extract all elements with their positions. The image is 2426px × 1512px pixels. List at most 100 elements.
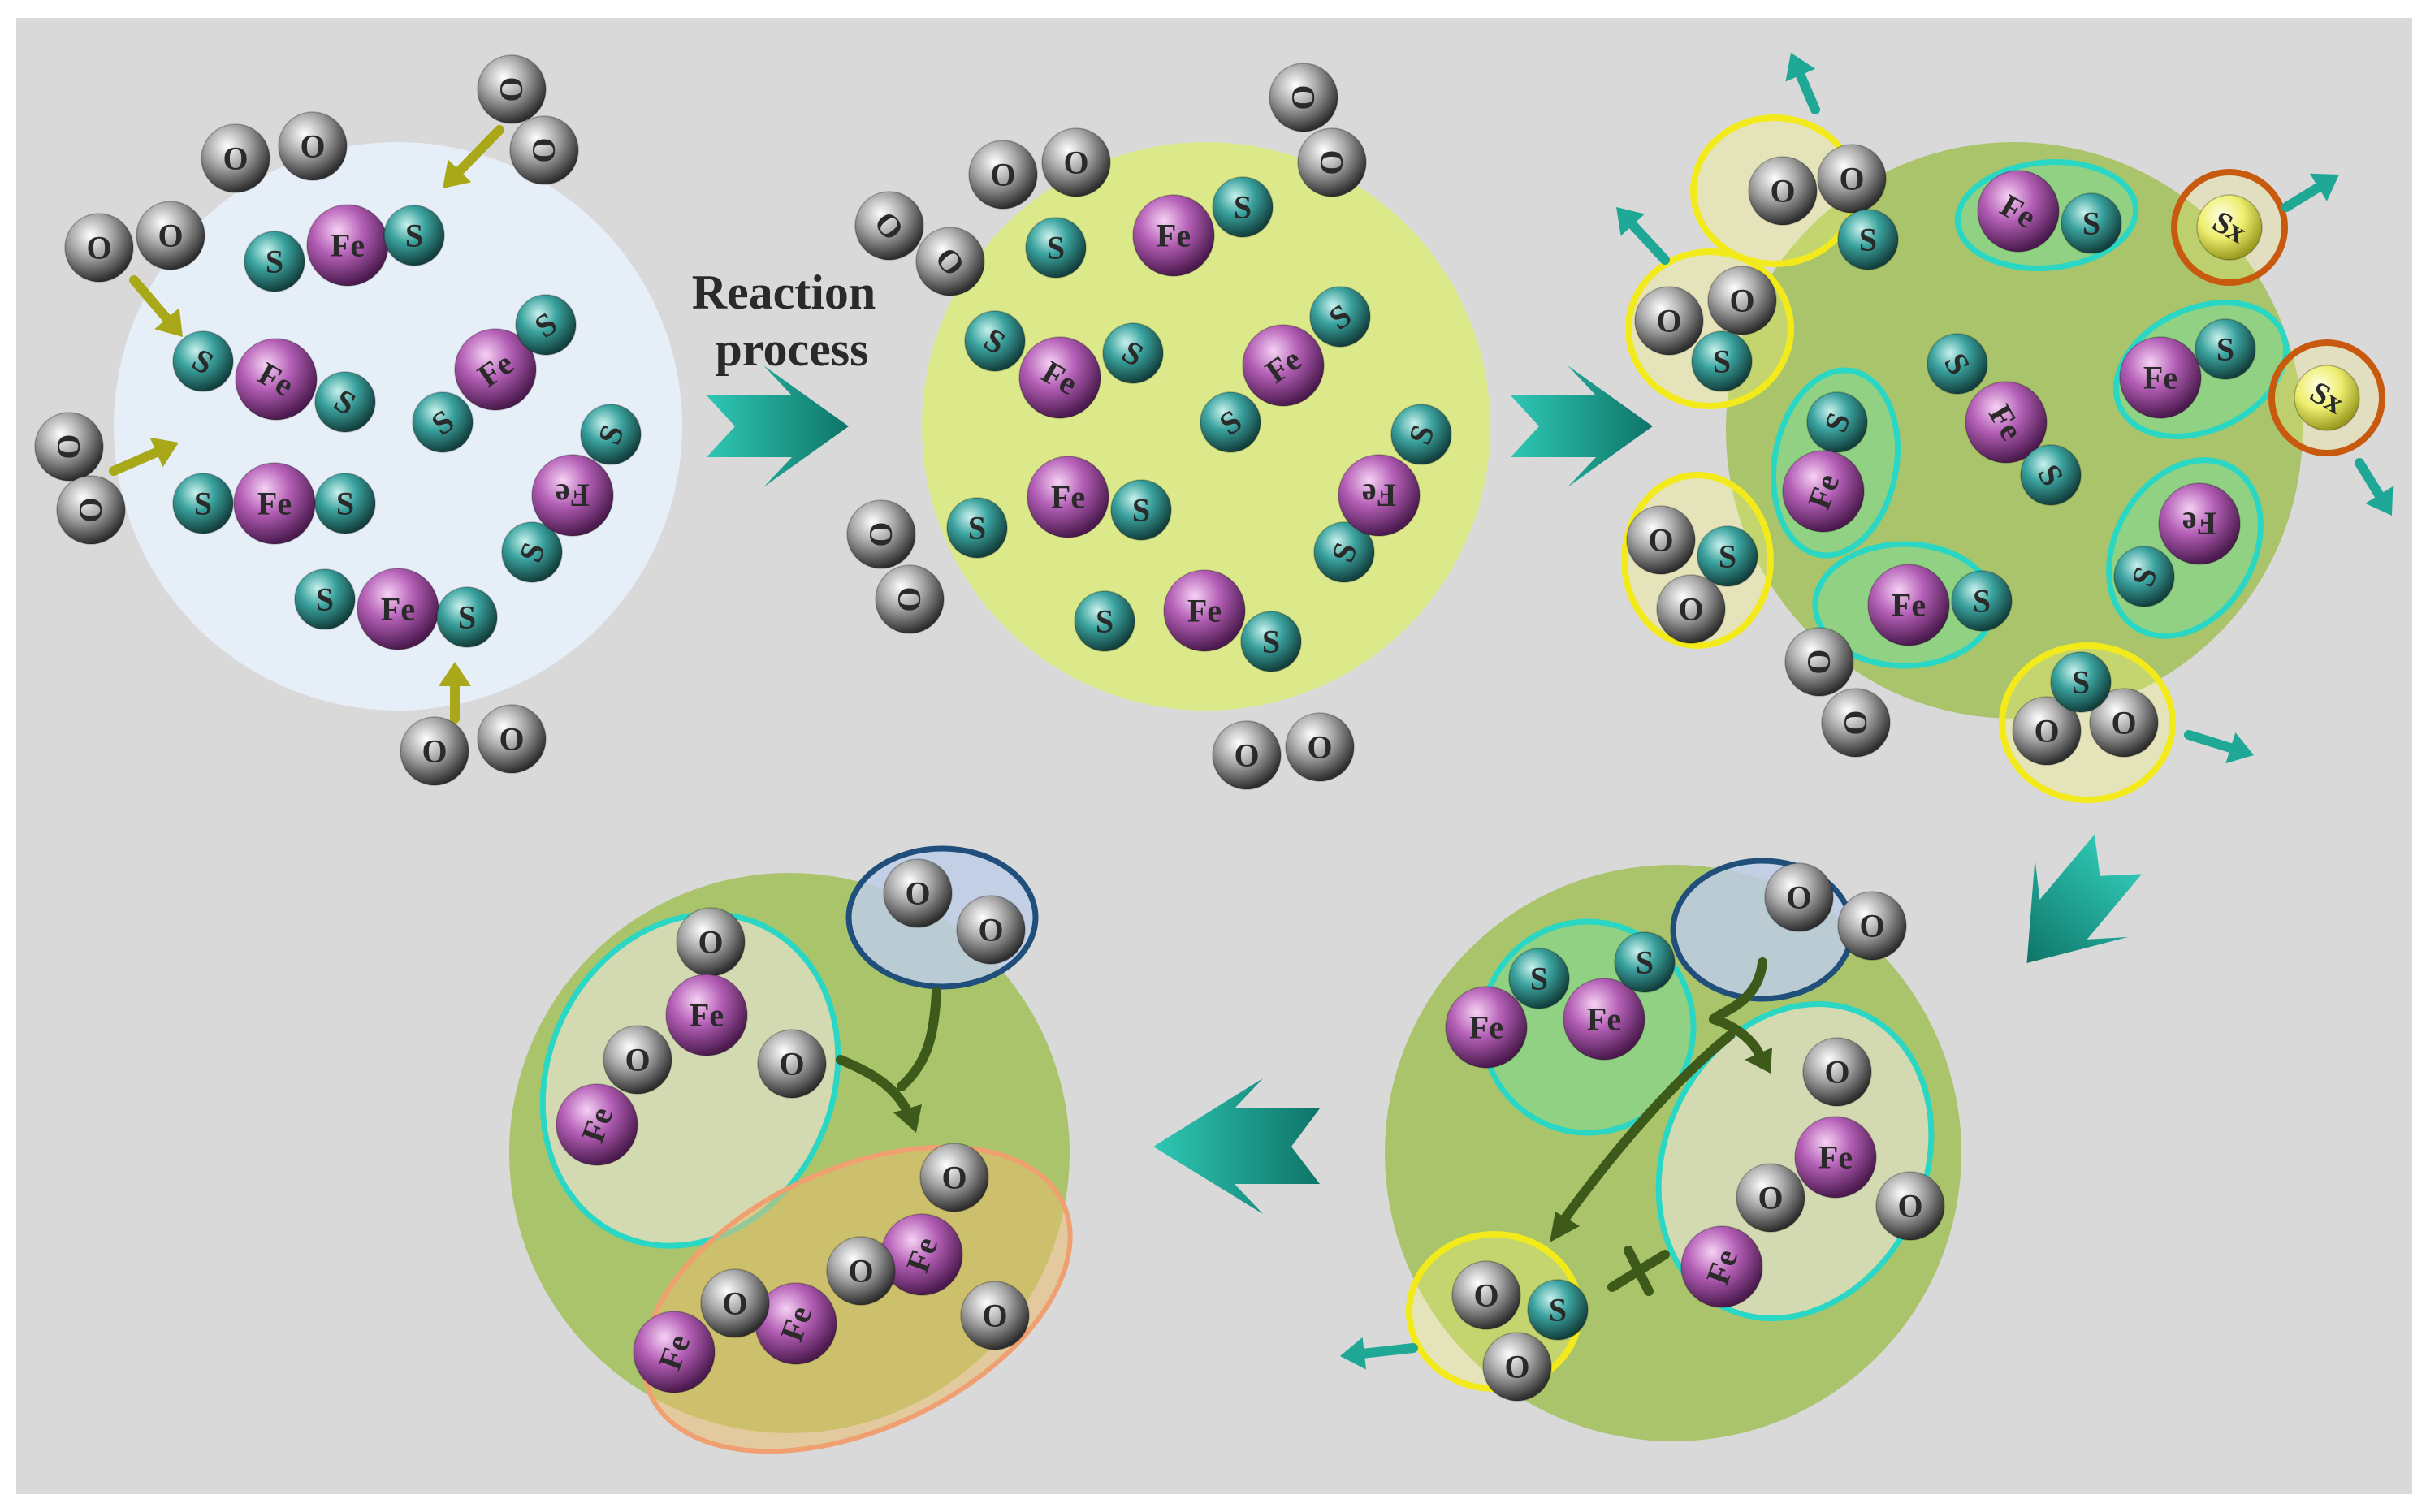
small-arrow-icon [2355, 458, 2394, 516]
oxygen-atom: O [1626, 505, 1696, 575]
sulfur-atom: S [2020, 444, 2082, 506]
oxygen-atom-label: O [223, 140, 248, 177]
oxygen-atom-label: O [1859, 908, 1884, 944]
oxygen-atom-label: O [1824, 1054, 1849, 1091]
iron-atom-label: Fe [690, 997, 724, 1034]
oxygen-atom: O [826, 1236, 896, 1306]
iron-atom: Fe [1132, 194, 1215, 277]
iron-atom-label: Fe [1157, 218, 1191, 254]
chevron-arrow-icon-1 [707, 365, 849, 487]
oxygen-atom-label: O [698, 924, 723, 961]
iron-atom: Fe [1563, 978, 1645, 1061]
sulfur-atom: S [501, 521, 563, 583]
iron-atom: Fe [1867, 564, 1950, 646]
sulfur-atom-label: S [458, 599, 476, 636]
sulfur-atom-label: S [1262, 624, 1280, 660]
oxygen-atom: O [676, 907, 746, 977]
small-arrow-icon [2281, 173, 2339, 212]
sulfur-atom-label: S [2072, 664, 2090, 701]
sulfur-atom-label: S [336, 486, 354, 522]
sulfur-atom-label: S [1549, 1292, 1567, 1328]
oxygen-atom: O [1269, 63, 1338, 132]
iron-atom: Fe [1242, 324, 1325, 407]
oxygen-atom-label: O [1314, 149, 1351, 175]
sulfur-atom: S [2061, 192, 2122, 254]
sulfur-atom-label: S [405, 218, 423, 254]
oxygen-atom-label: O [2111, 705, 2136, 741]
iron-atom: Fe [357, 568, 439, 650]
sulfur-atom: S [2050, 651, 2112, 713]
sulfur-atom: S [244, 231, 305, 292]
pathway-arrowhead-1 [1550, 1212, 1580, 1242]
oxygen-atom-label: O [1897, 1188, 1922, 1225]
oxygen-atom: O [400, 716, 469, 786]
oxygen-atom: O [2012, 696, 2082, 766]
small-arrow-icon [443, 125, 504, 188]
oxygen-atom: O [509, 115, 579, 185]
chevron-arrow-icon-3 [2026, 834, 2143, 964]
oxygen-atom-label: O [982, 1298, 1007, 1334]
sulfur-atom-label: S [968, 510, 986, 546]
oxygen-atom: O [1041, 127, 1111, 197]
iron-atom: Fe [1027, 456, 1109, 538]
sulfur-atom-label: S [1636, 944, 1654, 981]
oxygen-atom: O [1212, 720, 1282, 790]
oxygen-atom: O [1736, 1163, 1805, 1233]
iron-atom-label: Fe [2182, 506, 2216, 542]
oxygen-atom-label: O [722, 1285, 747, 1322]
oxygen-atom-label: O [526, 137, 563, 162]
sulfur-atom-label: S [1719, 538, 1736, 575]
sulfur-atom-label: S [266, 244, 283, 280]
iron-atom-label: Fe [257, 486, 292, 522]
small-arrow-icon [129, 275, 183, 337]
sulfur-cluster-atom: Sx [2294, 365, 2360, 431]
sulfur-atom: S [1614, 931, 1676, 993]
oxygen-atom: O [201, 123, 270, 193]
oxygen-atom: O [1875, 1171, 1945, 1241]
iron-atom: Fe [1965, 381, 2048, 464]
iron-atom-label: Fe [331, 227, 365, 264]
oxygen-atom-label: O [779, 1046, 804, 1082]
sulfur-atom: S [314, 371, 376, 433]
sulfur-atom: S [1309, 286, 1371, 348]
oxygen-atom: O [956, 895, 1026, 965]
sulfur-atom: S [1837, 209, 1899, 270]
oxygen-atom-label: O [1839, 161, 1864, 197]
sulfur-cluster-atom: Sx [2196, 194, 2263, 261]
small-arrow-icon [109, 437, 179, 476]
sulfur-atom: S [1697, 525, 1758, 587]
oxygen-atom: O [960, 1281, 1030, 1350]
iron-atom: Fe [1018, 336, 1101, 419]
oxygen-atom: O [1451, 1260, 1521, 1330]
oxygen-atom: O [915, 227, 985, 296]
oxygen-atom: O [919, 1143, 989, 1212]
oxygen-atom: O [700, 1268, 770, 1338]
iron-atom: Fe [1163, 569, 1246, 652]
sulfur-atom-label: S [1132, 492, 1150, 529]
iron-atom: Fe [531, 454, 614, 537]
sulfur-atom: S [294, 568, 356, 630]
oxygen-atom-label: O [86, 230, 111, 266]
small-arrow-icon [1785, 53, 1820, 114]
oxygen-atom-label: O [1838, 710, 1875, 735]
oxygen-atom: O [1297, 127, 1367, 197]
oxygen-atom: O [2089, 688, 2159, 758]
oxygen-atom: O [477, 704, 547, 774]
sulfur-atom-label: S [1713, 343, 1731, 380]
pathway-arrow-stage4-long [1555, 1030, 1735, 1231]
oxygen-atom-label: O [422, 733, 447, 770]
oxygen-atom-label: O [905, 875, 930, 912]
sulfur-atom: S [1074, 590, 1135, 652]
iron-atom: Fe [306, 204, 389, 287]
sulfur-atom: S [383, 205, 445, 266]
sulfur-atom: S [1390, 404, 1452, 465]
oxygen-atom-label: O [73, 497, 110, 522]
sulfur-atom: S [2195, 318, 2256, 380]
sulfur-atom: S [2113, 546, 2175, 607]
sulfur-atom: S [1200, 391, 1261, 453]
iron-atom-label: Fe [1051, 479, 1085, 516]
iron-atom: Fe [235, 338, 318, 421]
oxygen-atom: O [1707, 266, 1777, 335]
oxygen-atom-label: O [499, 721, 524, 758]
